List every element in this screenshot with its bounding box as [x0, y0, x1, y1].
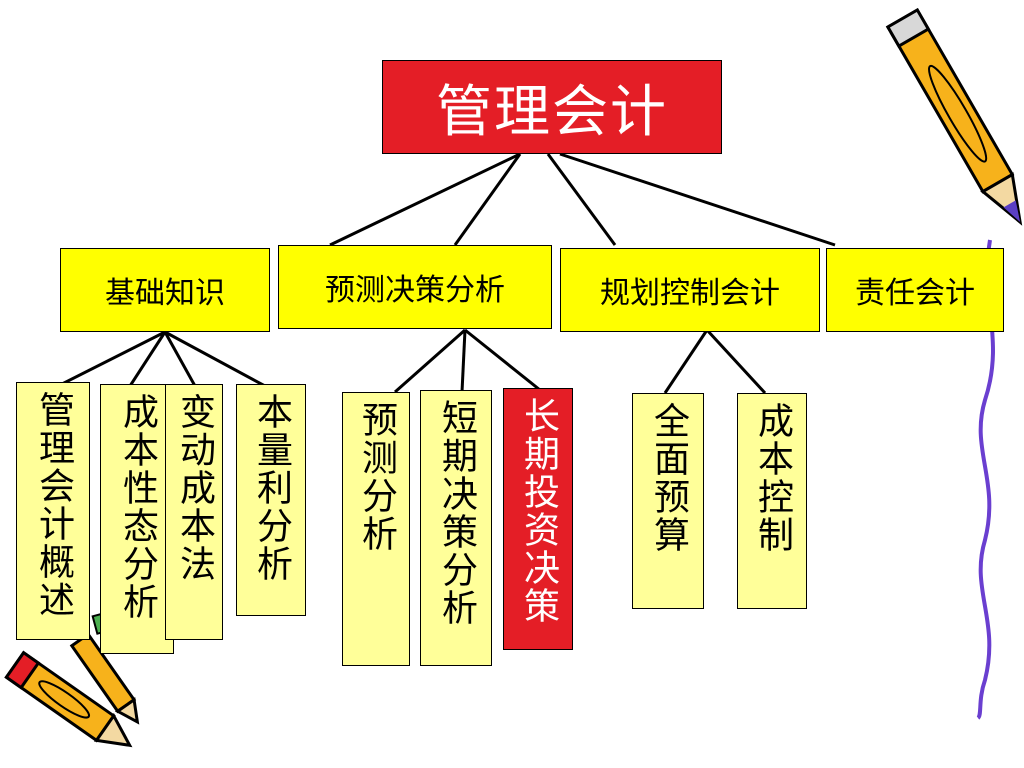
- connector-forecast-leaf2: [460, 329, 467, 393]
- connector-root-responsibility: [559, 152, 836, 247]
- root-label: 管理会计: [436, 79, 668, 145]
- leaf-forecast-2: 短期决策分析: [420, 390, 492, 666]
- leaf-basics-3: 变动成本法: [165, 384, 223, 640]
- leaf-planning-2: 成本控制: [737, 393, 807, 609]
- connector-basics-leaf1: [57, 330, 166, 388]
- connector-basics-leaf4: [164, 330, 266, 388]
- category-label-responsibility: 责任会计: [855, 276, 975, 311]
- connector-planning-leaf2: [705, 328, 767, 395]
- connector-root-basics: [329, 152, 521, 247]
- connector-root-planning: [546, 153, 617, 246]
- leaf-label: 成本性态分析: [117, 393, 158, 621]
- category-basics: 基础知识: [60, 248, 270, 332]
- leaf-label: 管理会计概述: [33, 391, 74, 619]
- leaf-label: 长期投资决策: [518, 397, 559, 625]
- category-planning: 规划控制会计: [560, 248, 820, 332]
- category-forecast: 预测决策分析: [278, 245, 552, 329]
- leaf-planning-1: 全面预算: [632, 393, 704, 609]
- leaf-basics-1: 管理会计概述: [16, 382, 90, 640]
- leaf-label: 成本控制: [752, 402, 793, 554]
- leaf-forecast-1: 预测分析: [342, 392, 410, 666]
- leaf-label: 短期决策分析: [436, 399, 477, 627]
- leaf-label: 预测分析: [356, 401, 397, 553]
- root-node: 管理会计: [382, 60, 722, 154]
- connector-forecast-leaf3: [464, 328, 541, 392]
- leaf-label: 本量利分析: [251, 393, 292, 583]
- category-label-basics: 基础知识: [105, 276, 225, 311]
- category-label-forecast: 预测决策分析: [325, 273, 505, 308]
- leaf-basics-4: 本量利分析: [236, 384, 306, 616]
- connector-planning-leaf1: [663, 329, 709, 394]
- connector-root-forecast: [453, 153, 522, 246]
- connector-forecast-leaf1: [394, 328, 466, 394]
- leaf-label: 变动成本法: [174, 393, 215, 583]
- category-responsibility: 责任会计: [826, 248, 1004, 332]
- connector-basics-leaf2: [128, 331, 167, 387]
- category-label-planning: 规划控制会计: [600, 276, 780, 311]
- leaf-label: 全面预算: [648, 402, 689, 554]
- leaf-basics-2: 成本性态分析: [100, 384, 174, 654]
- connector-basics-leaf3: [163, 331, 197, 387]
- leaf-forecast-3: 长期投资决策: [503, 388, 573, 650]
